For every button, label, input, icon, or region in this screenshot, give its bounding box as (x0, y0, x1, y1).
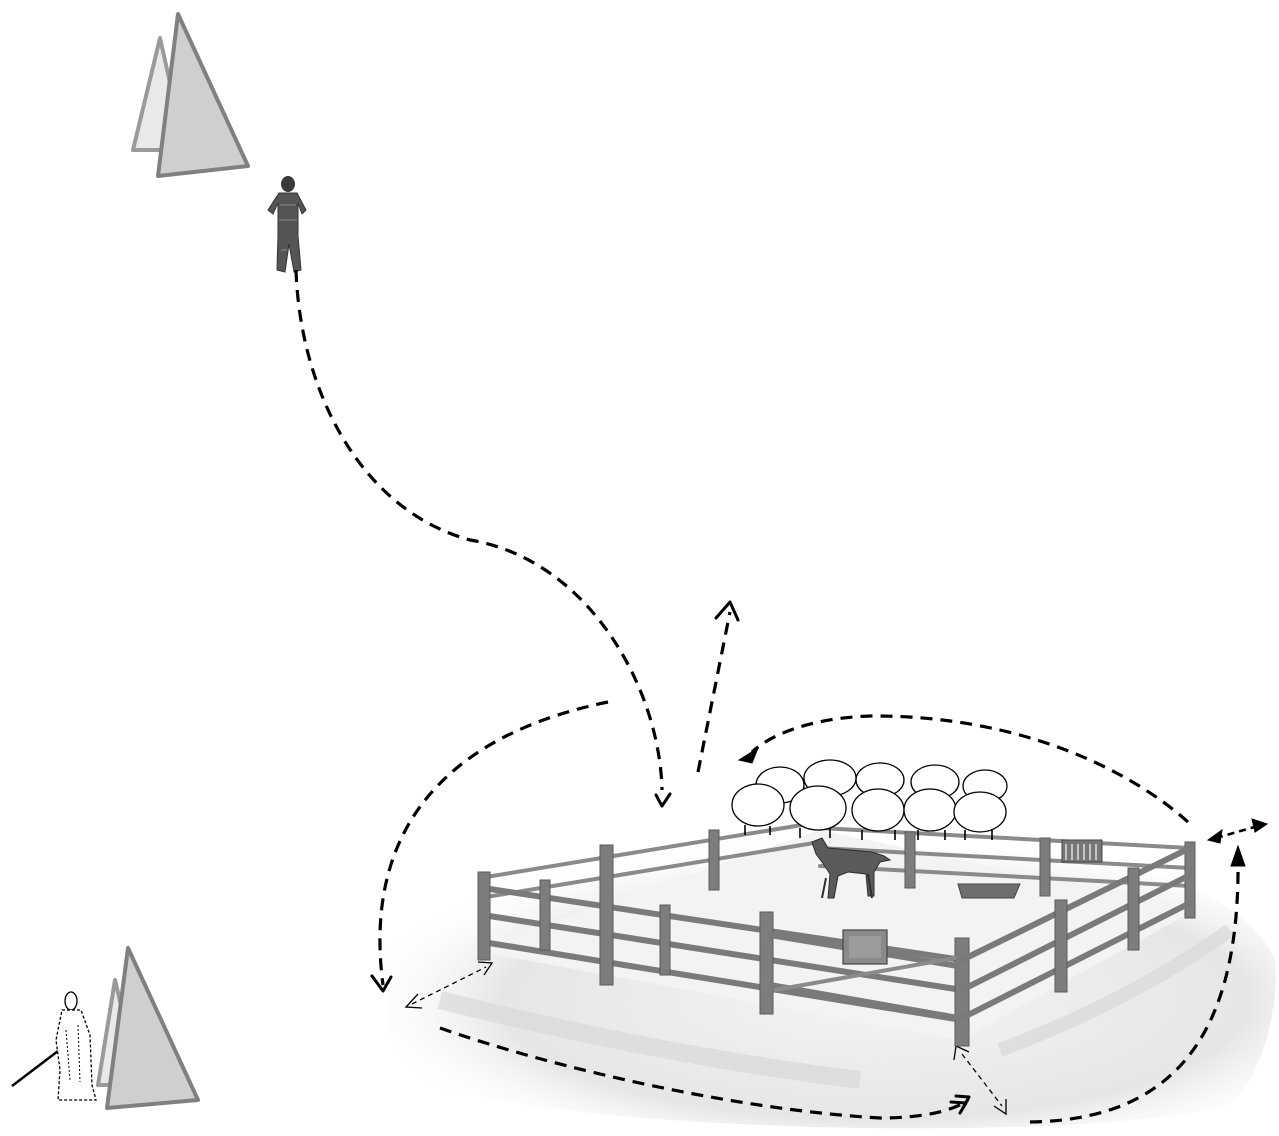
path-left-loop (378, 700, 609, 986)
arrowhead-icon (1251, 818, 1269, 833)
arrowhead-icon (949, 1100, 968, 1115)
dog (811, 837, 892, 899)
arrowhead-icon (654, 792, 672, 808)
path-man-to-pen (294, 269, 664, 791)
pen-gate (767, 929, 961, 1021)
arrowhead-icon (477, 961, 494, 976)
hay-feeder (1061, 839, 1103, 863)
arrowhead-icon (714, 600, 740, 622)
shepherd-with-staff (11, 991, 97, 1101)
path-top-arc (750, 714, 1190, 824)
tent-top-left (131, 12, 250, 178)
flock-of-sheep (731, 759, 1008, 840)
tent-bottom-left (96, 946, 200, 1110)
arrowhead-icon (1230, 844, 1246, 867)
path-bottom (439, 1026, 969, 1120)
path-exit-north (696, 611, 732, 773)
sheep (731, 759, 1008, 840)
arrowhead-icon (1206, 828, 1223, 844)
path-gate-left (411, 966, 487, 1005)
arrowhead-icon (404, 993, 423, 1009)
arrowhead-icon (737, 746, 760, 764)
movement-paths (294, 269, 1269, 1124)
path-right-short (1215, 824, 1259, 840)
fence-front-right (959, 845, 1193, 1021)
sheep-pen-fence (477, 820, 1196, 1047)
path-gate-bottom (961, 1053, 1003, 1107)
man-in-bite-suit (262, 172, 312, 284)
arrowhead-icon (370, 974, 393, 993)
arrowhead-icon (993, 1099, 1007, 1116)
water-trough (957, 883, 1021, 899)
